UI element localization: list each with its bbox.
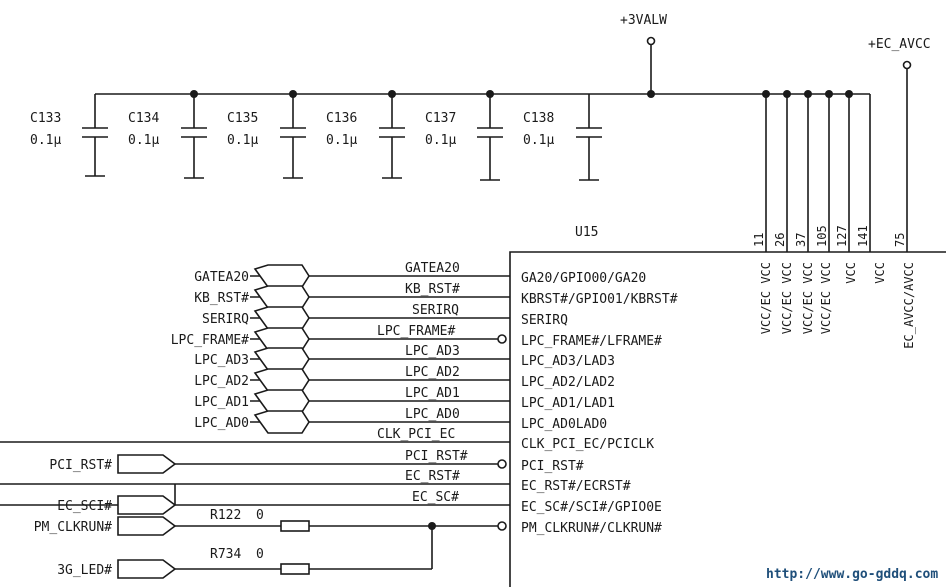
capacitor-c134: [181, 94, 207, 179]
chip-pin-label: LPC_AD3/LAD3: [521, 354, 615, 369]
net-label: GATEA20: [405, 261, 460, 276]
resistor-r122: [280, 520, 310, 532]
port-label: LPC_FRAME#: [171, 333, 249, 348]
cap-value: 0.1μ: [326, 133, 357, 148]
chip-pin-label: LPC_AD2/LAD2: [521, 375, 615, 390]
chip-pin-label: SERIRQ: [521, 313, 568, 328]
port-label: EC_SCI#: [57, 499, 112, 514]
chip-pin-label: LPC_AD1/LAD1: [521, 396, 615, 411]
net-label: LPC_FRAME#: [377, 324, 455, 339]
pin-number: 37: [794, 233, 808, 247]
chip-pin-label: LPC_AD0LAD0: [521, 417, 607, 432]
pin-number: 75: [893, 233, 907, 247]
chip-pin-label: PCI_RST#: [521, 459, 584, 474]
chip-pin-label: LPC_FRAME#/LFRAME#: [521, 334, 662, 349]
rail-3v-label: +3VALW: [620, 13, 667, 28]
resistor-r734: [280, 563, 310, 575]
cap-ref: C138: [523, 111, 554, 126]
rail-ec-label: +EC_AVCC: [868, 37, 931, 52]
net-label: LPC_AD1: [405, 386, 460, 401]
chip-pin-label: CLK_PCI_EC/PCICLK: [521, 437, 654, 452]
rail-3v-terminal: [646, 36, 656, 46]
cap-value: 0.1μ: [425, 133, 456, 148]
port-label: LPC_AD1: [194, 395, 249, 410]
net-label: LPC_AD0: [405, 407, 460, 422]
net-label: EC_RST#: [405, 469, 460, 484]
port-pci-rst: [117, 454, 177, 474]
capacitor-c136: [379, 94, 405, 179]
port-lpc-ad1: [253, 389, 310, 413]
port-pm-clkrun: [117, 516, 177, 536]
chip-pin-label: KBRST#/GPIO01/KBRST#: [521, 292, 678, 307]
watermark-url: http://www.go-gddq.com: [766, 567, 938, 582]
resistor-ref: R122: [210, 508, 241, 523]
capacitor-c135: [280, 94, 306, 179]
capacitor-c133: [82, 94, 108, 177]
cap-ref: C136: [326, 111, 357, 126]
pin-name: VCC/EC VCC: [801, 262, 815, 334]
pin-number: 105: [815, 225, 829, 247]
net-label: LPC_AD3: [405, 344, 460, 359]
resistor-ref: R734: [210, 547, 241, 562]
chip-pin-label: PM_CLKRUN#/CLKRUN#: [521, 521, 662, 536]
chip-pin-label: EC_RST#/ECRST#: [521, 479, 631, 494]
port-label: GATEA20: [194, 270, 249, 285]
pin-number: 11: [752, 233, 766, 247]
port-label: KB_RST#: [194, 291, 249, 306]
capacitor-c137: [477, 94, 503, 181]
pin-name: VCC: [844, 262, 858, 284]
port-lpc-ad2: [253, 368, 310, 392]
cap-value: 0.1μ: [227, 133, 258, 148]
chip-pin-label: EC_SC#/SCI#/GPIO0E: [521, 500, 662, 515]
resistor-value: 0: [256, 508, 264, 523]
port-label: SERIRQ: [202, 312, 249, 327]
net-label: SERIRQ: [412, 303, 459, 318]
port-serirq: [253, 306, 310, 330]
port-label: LPC_AD3: [194, 353, 249, 368]
pin-name: VCC: [873, 262, 887, 284]
net-label: EC_SC#: [412, 490, 459, 505]
pin-name: EC_AVCC/AVCC: [902, 262, 916, 349]
cap-ref: C137: [425, 111, 456, 126]
net-label: KB_RST#: [405, 282, 460, 297]
chip-u15-body: [509, 251, 946, 587]
chip-pin-label: GA20/GPIO00/GA20: [521, 271, 646, 286]
resistor-value: 0: [256, 547, 264, 562]
cap-ref: C134: [128, 111, 159, 126]
net-label: LPC_AD2: [405, 365, 460, 380]
port-gatea20: [253, 264, 310, 288]
port-label: LPC_AD0: [194, 416, 249, 431]
pin-name: VCC/EC VCC: [780, 262, 794, 334]
pin-number: 141: [856, 225, 870, 247]
port-ec-sci: [117, 495, 177, 515]
port-label: PCI_RST#: [49, 458, 112, 473]
cap-value: 0.1μ: [30, 133, 61, 148]
cap-value: 0.1μ: [523, 133, 554, 148]
net-label: PCI_RST#: [405, 449, 468, 464]
cap-ref: C133: [30, 111, 61, 126]
pin-name: VCC/EC VCC: [819, 262, 833, 334]
port-lpc-frame: [253, 327, 310, 351]
port-lpc-ad0: [253, 410, 310, 434]
cap-ref: C135: [227, 111, 258, 126]
port-lpc-ad3: [253, 347, 310, 371]
port-label: 3G_LED#: [57, 563, 112, 578]
pin-number: 26: [773, 233, 787, 247]
capacitor-c138: [576, 94, 602, 181]
cap-value: 0.1μ: [128, 133, 159, 148]
pin-name: VCC/EC VCC: [759, 262, 773, 334]
pin-number: 127: [835, 225, 849, 247]
port-label: PM_CLKRUN#: [34, 520, 112, 535]
chip-ref: U15: [575, 225, 598, 240]
port-3g-led: [117, 559, 177, 579]
ec-avcc-terminal: [902, 60, 912, 70]
net-label: CLK_PCI_EC: [377, 427, 455, 442]
port-label: LPC_AD2: [194, 374, 249, 389]
port-kb-rst: [253, 285, 310, 309]
